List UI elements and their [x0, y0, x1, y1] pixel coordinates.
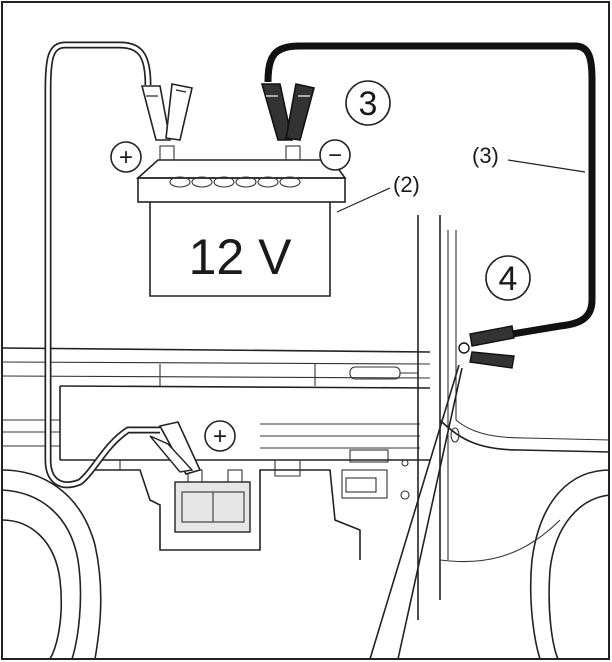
negative-clamp	[260, 83, 315, 141]
positive-terminal	[159, 145, 175, 161]
positive-cable	[44, 41, 160, 489]
leader-line-2	[336, 187, 391, 213]
pointer-line-b	[397, 367, 463, 660]
callout-2: (2)	[393, 172, 420, 197]
plus-sign-bottom: +	[213, 423, 227, 450]
plus-circle	[110, 141, 142, 173]
battery-voltage-label: 12 V	[189, 229, 293, 285]
step-3-number: 3	[359, 85, 378, 123]
vehicle-battery	[174, 469, 251, 533]
pointer-line-a	[369, 364, 460, 660]
plus-circle-bottom	[204, 420, 236, 452]
step-4-circle	[485, 255, 531, 301]
leader-line-3	[507, 159, 586, 173]
vehicle-positive-clamp	[149, 421, 202, 475]
step-4-number: 4	[499, 260, 518, 298]
plus-sign-top: +	[119, 144, 133, 171]
ground-clamp	[458, 325, 515, 369]
step-3-circle	[345, 80, 391, 126]
vehicle-body	[1, 215, 611, 660]
positive-clamp	[140, 83, 193, 141]
left-wheel-arch	[1, 469, 102, 660]
right-wheel-arch	[529, 469, 611, 660]
callout-3: (3)	[472, 143, 499, 168]
negative-cable	[264, 42, 596, 340]
battery-caps	[169, 176, 301, 188]
negative-terminal	[285, 145, 301, 161]
minus-sign: −	[328, 142, 342, 169]
minus-circle	[319, 139, 351, 171]
